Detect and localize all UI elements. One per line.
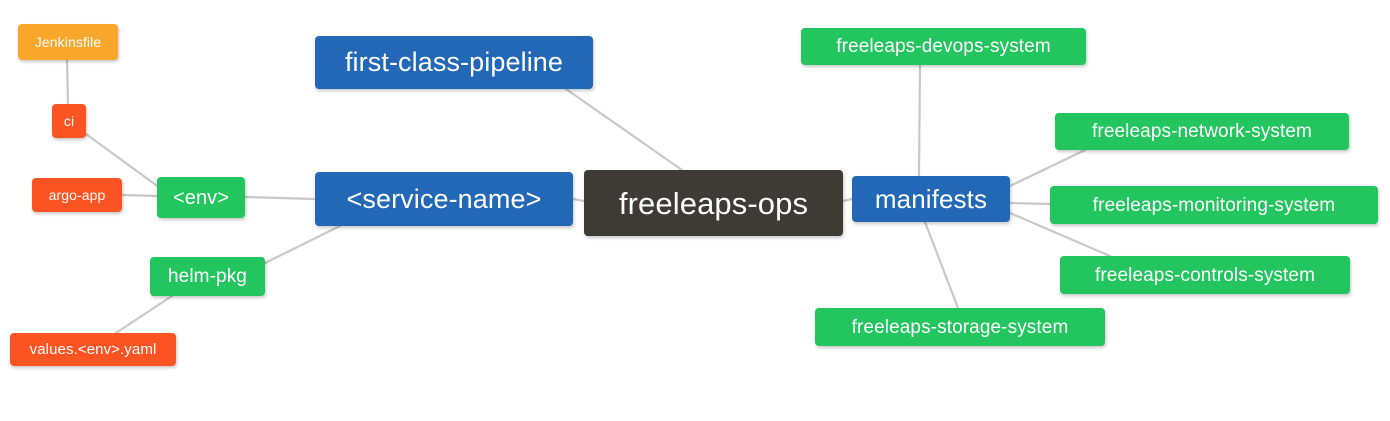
mindmap-node-freeleaps-ops[interactable]: freeleaps-ops bbox=[584, 170, 843, 236]
node-label-values-yaml: values.<env>.yaml bbox=[29, 341, 157, 358]
mindmap-node-first-class-pipeline[interactable]: first-class-pipeline bbox=[315, 36, 593, 89]
edge-manifests-to-freeleaps-network-system bbox=[1008, 148, 1087, 188]
node-label-freeleaps-controls-system: freeleaps-controls-system bbox=[1094, 264, 1316, 286]
mindmap-node-manifests[interactable]: manifests bbox=[852, 176, 1010, 222]
node-label-ci: ci bbox=[63, 113, 75, 129]
mindmap-node-freeleaps-storage-system[interactable]: freeleaps-storage-system bbox=[815, 308, 1105, 346]
edge-manifests-to-freeleaps-storage-system bbox=[923, 220, 960, 310]
mindmap-node-values-yaml[interactable]: values.<env>.yaml bbox=[10, 333, 176, 366]
mindmap-node-freeleaps-network-system[interactable]: freeleaps-network-system bbox=[1055, 113, 1349, 150]
edge-service-name-to-helm-pkg bbox=[263, 224, 342, 265]
edge-manifests-to-freeleaps-monitoring-system bbox=[1008, 201, 1052, 206]
mindmap-node-argo-app[interactable]: argo-app bbox=[32, 178, 122, 212]
node-label-jenkinsfile: Jenkinsfile bbox=[34, 34, 102, 50]
mindmap-node-freeleaps-devops-system[interactable]: freeleaps-devops-system bbox=[801, 28, 1086, 65]
edge-ci-to-jenkinsfile bbox=[65, 58, 70, 106]
node-label-freeleaps-network-system: freeleaps-network-system bbox=[1092, 121, 1312, 142]
mindmap-node-service-name[interactable]: <service-name> bbox=[315, 172, 573, 226]
edge-service-name-to-env bbox=[243, 195, 317, 201]
edge-freeleaps-ops-to-service-name bbox=[571, 197, 586, 203]
edge-manifests-to-freeleaps-devops-system bbox=[917, 63, 922, 178]
node-label-freeleaps-monitoring-system: freeleaps-monitoring-system bbox=[1092, 194, 1336, 216]
edge-freeleaps-ops-to-first-class-pipeline bbox=[564, 87, 684, 172]
mindmap-node-ci[interactable]: ci bbox=[52, 104, 86, 138]
mindmap-node-jenkinsfile[interactable]: Jenkinsfile bbox=[18, 24, 118, 60]
node-label-first-class-pipeline: first-class-pipeline bbox=[344, 47, 564, 77]
mindmap-node-helm-pkg[interactable]: helm-pkg bbox=[150, 257, 265, 296]
mindmap-node-env[interactable]: <env> bbox=[157, 177, 245, 218]
edge-helm-pkg-to-values-yaml bbox=[114, 294, 174, 335]
edge-freeleaps-ops-to-manifests bbox=[841, 197, 854, 203]
node-label-freeleaps-storage-system: freeleaps-storage-system bbox=[851, 316, 1069, 338]
node-label-service-name: <service-name> bbox=[346, 183, 542, 214]
node-label-freeleaps-ops: freeleaps-ops bbox=[618, 185, 809, 221]
node-label-env: <env> bbox=[172, 186, 230, 209]
edge-env-to-argo-app bbox=[120, 193, 159, 198]
node-label-manifests: manifests bbox=[874, 184, 988, 214]
node-label-argo-app: argo-app bbox=[48, 187, 106, 203]
node-label-helm-pkg: helm-pkg bbox=[168, 266, 247, 287]
mindmap-node-freeleaps-controls-system[interactable]: freeleaps-controls-system bbox=[1060, 256, 1350, 294]
mindmap-node-freeleaps-monitoring-system[interactable]: freeleaps-monitoring-system bbox=[1050, 186, 1378, 224]
node-label-freeleaps-devops-system: freeleaps-devops-system bbox=[836, 36, 1051, 57]
